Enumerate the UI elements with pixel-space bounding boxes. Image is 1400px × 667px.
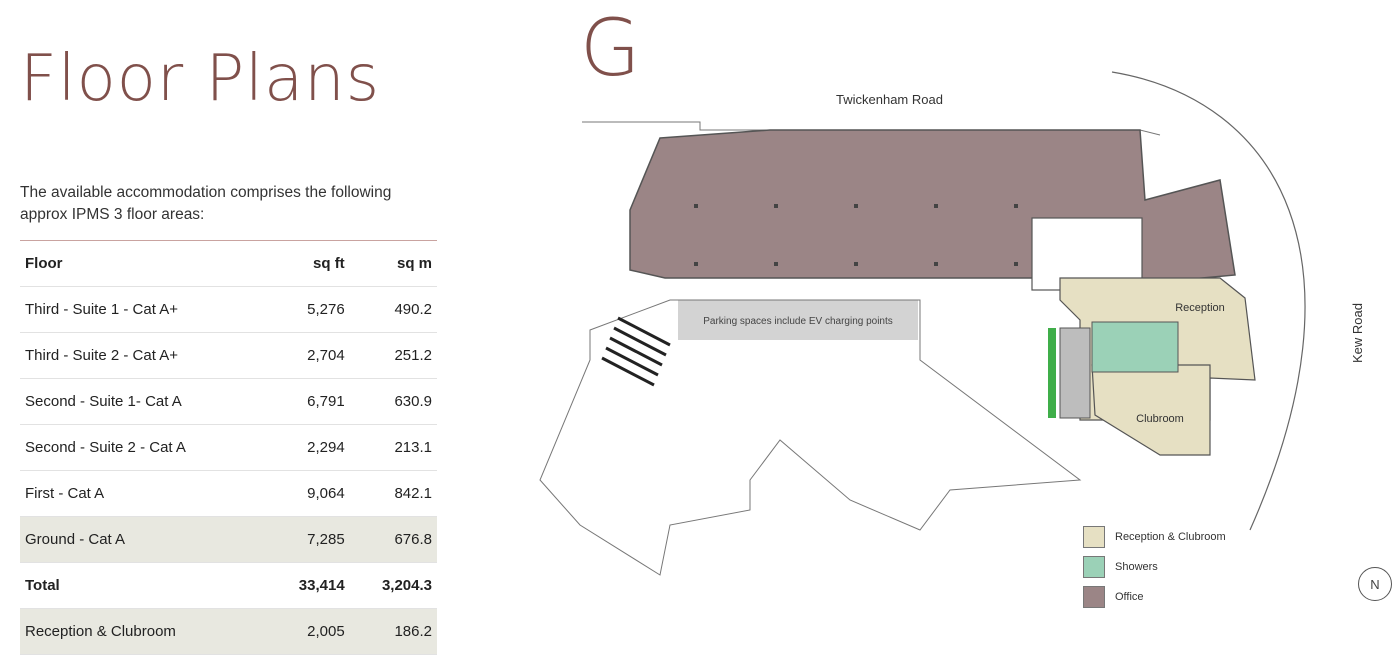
table-row-highlighted: Ground - Cat A 7,285 676.8 [20,516,437,563]
floor-letter: G [580,4,641,94]
road-label-north: Twickenham Road [836,92,943,107]
cell-floor: Third - Suite 2 - Cat A+ [20,332,269,379]
cell-sqm: 186.2 [349,608,437,655]
cell-floor: Reception & Clubroom [20,608,269,655]
cell-sqft: 2,704 [268,332,350,379]
legend-swatch [1083,526,1105,548]
cell-sqm: 213.1 [349,424,437,471]
clubroom-label: Clubroom [1136,413,1184,425]
cell-sqft: 5,276 [268,286,350,333]
site-boundary [582,121,1161,136]
cell-sqm: 630.9 [349,378,437,425]
table-row: Third - Suite 2 - Cat A+ 2,704 251.2 [20,332,437,379]
reception-label: Reception [1175,302,1225,314]
cell-floor: First - Cat A [20,470,269,517]
parking-area [678,300,918,340]
ground-floor-plan: Parking spaces include EV charging point… [539,71,1306,576]
table-total-row: Total 33,414 3,204.3 [20,562,437,609]
legend-item-office: Office [1083,582,1226,612]
office-area [629,129,1236,291]
legend-item-reception: Reception & Clubroom [1083,522,1226,552]
column-markers [694,204,1018,266]
cell-floor: Third - Suite 1 - Cat A+ [20,286,269,333]
cell-sqft: 6,791 [268,378,350,425]
road-label-east: Kew Road [1350,303,1365,363]
planting-strip [1048,328,1056,418]
cell-sqft: 9,064 [268,470,350,517]
table-row: Third - Suite 1 - Cat A+ 5,276 490.2 [20,286,437,333]
page-title: Floor Plans [20,42,381,116]
north-compass-icon: N [1358,567,1392,601]
cell-sqft: 33,414 [268,562,350,609]
cell-floor: Ground - Cat A [20,516,269,563]
header-sqm: sq m [349,240,437,287]
table-row-reception: Reception & Clubroom 2,005 186.2 [20,608,437,655]
header-sqft: sq ft [268,240,350,287]
cell-sqm: 490.2 [349,286,437,333]
header-floor: Floor [20,240,269,287]
cell-sqft: 7,285 [268,516,350,563]
legend: Reception & Clubroom Showers Office [1083,522,1226,612]
legend-label: Office [1115,591,1144,603]
parking-label: Parking spaces include EV charging point… [703,316,893,327]
table-header-row: Floor sq ft sq m [20,240,437,287]
clubroom-area [1091,364,1211,456]
cell-floor: Total [20,562,269,609]
cell-sqm: 251.2 [349,332,437,379]
car-park-outline [539,299,1082,576]
legend-swatch [1083,586,1105,608]
cell-sqft: 2,005 [268,608,350,655]
cell-sqm: 842.1 [349,470,437,517]
legend-swatch [1083,556,1105,578]
stair-core [1059,327,1091,419]
cell-sqm: 676.8 [349,516,437,563]
legend-label: Reception & Clubroom [1115,531,1226,543]
showers-area [1091,321,1179,373]
cell-floor: Second - Suite 1- Cat A [20,378,269,425]
cell-sqft: 2,294 [268,424,350,471]
cell-floor: Second - Suite 2 - Cat A [20,424,269,471]
table-row: Second - Suite 1- Cat A 6,791 630.9 [20,378,437,425]
intro-text: The available accommodation comprises th… [20,184,392,223]
bicycle-stands [601,316,671,387]
floor-areas-table: Floor sq ft sq m Third - Suite 1 - Cat A… [20,240,437,655]
legend-item-showers: Showers [1083,552,1226,582]
cell-sqm: 3,204.3 [349,562,437,609]
table-row: First - Cat A 9,064 842.1 [20,470,437,517]
kew-road-curve [1111,71,1306,531]
legend-label: Showers [1115,561,1158,573]
compass-label: N [1370,576,1380,592]
table-row: Second - Suite 2 - Cat A 2,294 213.1 [20,424,437,471]
